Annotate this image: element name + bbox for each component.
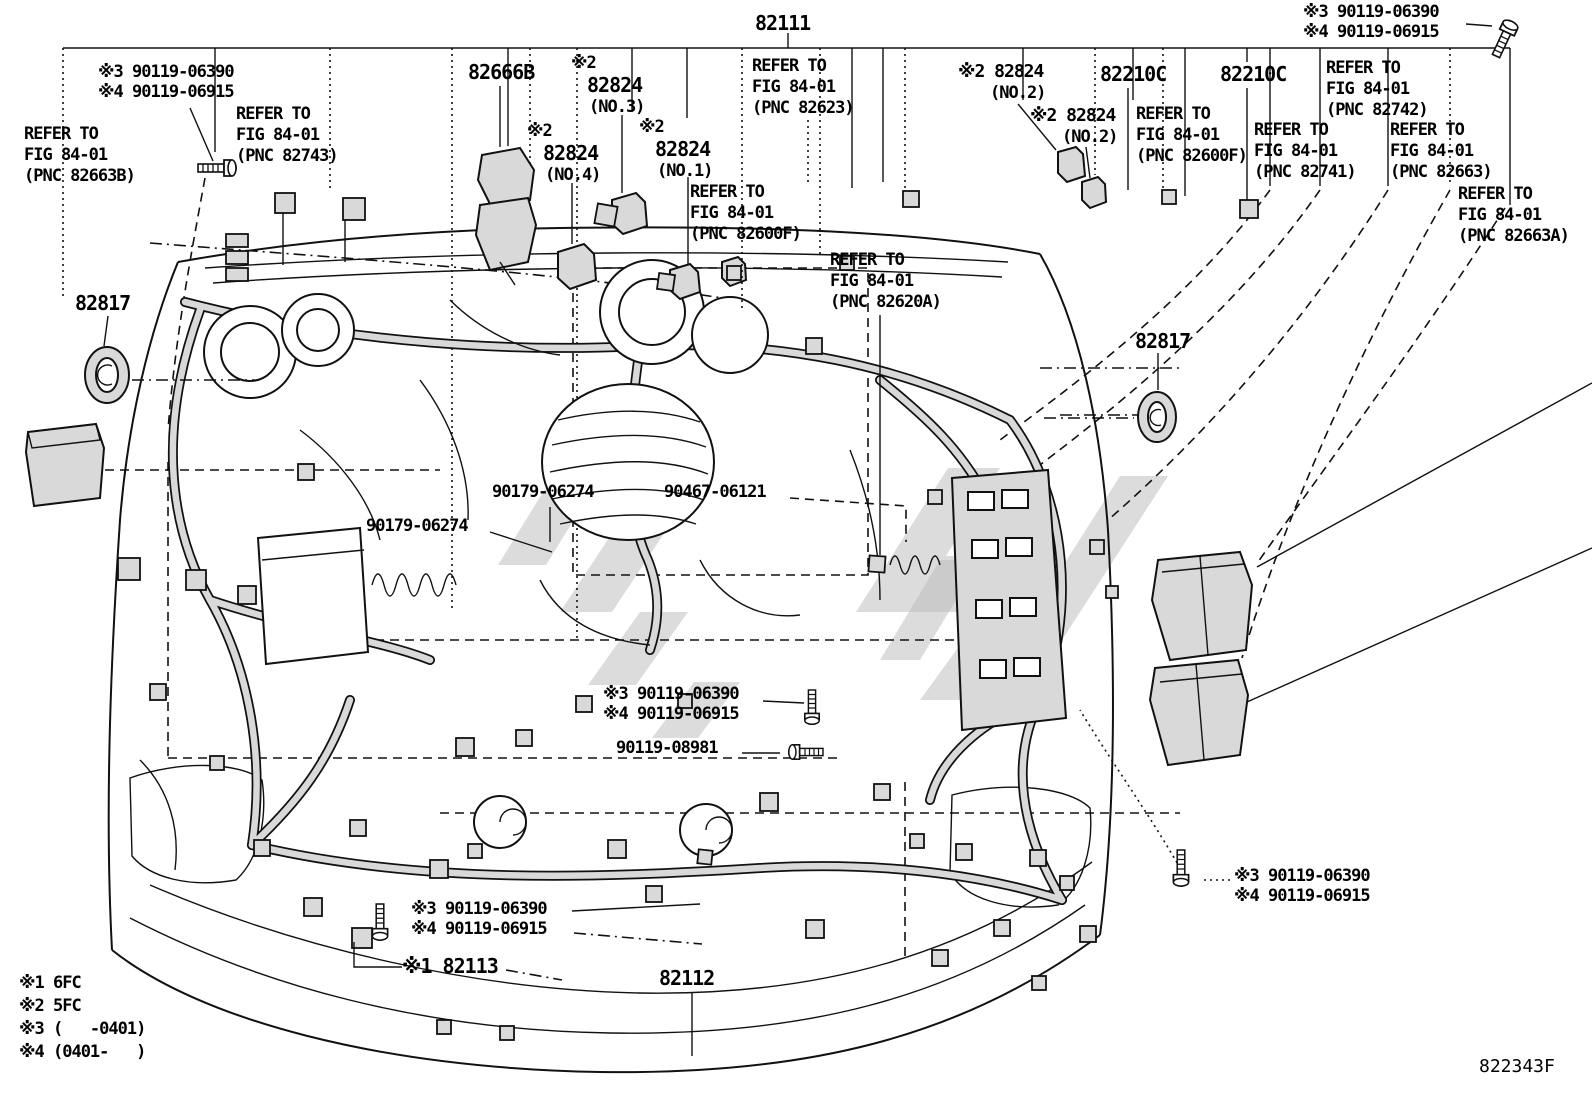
harness-connector [1105,585,1119,599]
connector-82666B [474,146,538,286]
harness-connector [1079,925,1097,943]
harness-connector [1029,849,1047,867]
harness-connector [575,695,593,713]
junction-box [24,422,106,508]
protector-covers [1148,550,1254,767]
harness-connector [237,585,257,605]
harness-connector [351,927,373,949]
variant-legend: ※1 6FC※2 5FC※3 ( -0401)※4 (0401- ) [19,973,146,1063]
bolt-note-top-left: ※3 90119-06390※4 90119-06915 [98,62,235,103]
part-number-82817-right: 82817 [1135,329,1191,353]
harness-connector [185,569,207,591]
harness-connector [1059,875,1075,891]
harness-connector [117,557,141,581]
harness-connector [303,897,323,917]
bolt-icon [788,743,824,761]
harness-connector [867,554,887,574]
part-number-90179-06274-lower: 90179-06274 [366,516,469,536]
harness-connector [297,463,315,481]
harness-connector [342,197,366,221]
grommet-82817-left [84,346,130,404]
harness-connector [349,819,367,837]
bolts [197,19,1519,941]
harness-connector [274,192,296,214]
part-number-82824-no2-lower: ※2 82824(NO.2) [1030,105,1118,147]
part-number-82112: 82112 [659,966,715,990]
part-number-90179-06274-upper: 90179-06274 [492,482,595,502]
part-number-82210C-right: 82210C [1220,62,1287,86]
harness-connector [696,848,714,866]
bolt-note-top-right: ※3 90119-06390※4 90119-06915 [1303,2,1440,43]
part-number-90119-08981: 90119-08981 [616,738,719,758]
bolt-icon [803,689,821,725]
harness-connector [253,839,271,857]
harness-connectors [117,189,1259,1041]
harness-connector [931,949,949,967]
bolt-icon [1491,19,1519,59]
grommet-82817-right [1137,391,1177,443]
harness-connector [607,839,627,859]
harness-connector [1239,199,1259,219]
harness-connector [593,202,619,228]
part-number-82113: ※1 82113 [402,954,499,978]
harness-connector [1161,189,1177,205]
harness-connector [467,843,483,859]
harness-connector [1089,539,1105,555]
construction-lines [60,177,1592,956]
harness-connector [805,919,825,939]
harness-connector [873,783,891,801]
harness-connector [655,271,677,293]
harness-connector [645,885,663,903]
harness-connector [955,843,973,861]
part-number-90467-06121: 90467-06121 [664,482,767,502]
harness-connector [455,737,475,757]
harness-connector [909,833,925,849]
harness-connector [839,255,855,271]
drawing-number: 822343F [1479,1056,1555,1077]
bolt-note-bottom-center: ※3 90119-06390※4 90119-06915 [411,899,548,940]
harness-connector [677,693,693,709]
harness-connector [149,683,167,701]
bolt-icon [1172,849,1190,887]
harness-connector [429,859,449,879]
harness-connector [726,265,742,281]
harness-connector [927,489,943,505]
harness-connector [1031,975,1047,991]
harness-connector [902,190,920,208]
part-number-82817-left: 82817 [75,291,131,315]
fuse-box [950,468,1068,732]
part-number-82210C-left: 82210C [1100,62,1167,86]
engine-components [203,208,941,857]
bolt-note-mid: ※3 90119-06390※4 90119-06915 [603,684,740,725]
label-leaders [103,23,1493,1056]
harness-connector [499,1025,515,1041]
harness-connector [759,792,779,812]
part-number-82824-no2-upper: ※2 82824(NO.2) [958,61,1046,103]
part-number-82666B: 82666B [468,60,535,84]
bolt-icon [197,159,237,177]
bolt-note-bottom-right: ※3 90119-06390※4 90119-06915 [1234,866,1371,907]
bolt-icon [371,903,389,941]
harness-connector [436,1019,452,1035]
harness-connector [805,337,823,355]
part-number-82111: 82111 [755,11,811,35]
harness-connector [515,729,533,747]
harness-connector [993,919,1011,937]
harness-connector [209,755,225,771]
